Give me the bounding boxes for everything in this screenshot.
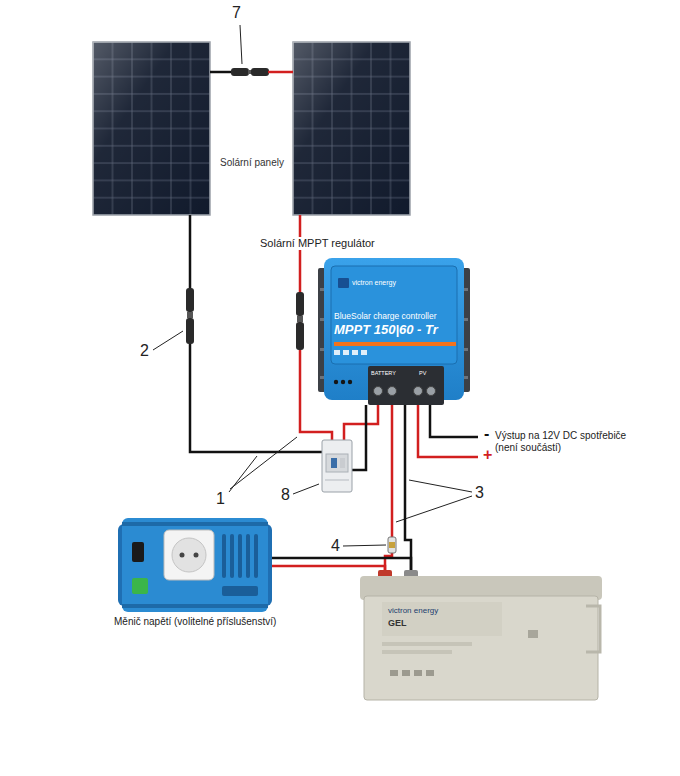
voltage-inverter-shape bbox=[118, 518, 272, 612]
brand-text: victron energy bbox=[352, 279, 396, 287]
solar-panel bbox=[93, 42, 210, 215]
callout-number: 1 bbox=[216, 490, 225, 508]
text-slot: 1 bbox=[216, 490, 225, 508]
text-slot: Výstup na 12V DC spotřebiče (není součás… bbox=[495, 430, 645, 453]
text-slot: Měnič napětí (volitelné příslušenství) bbox=[114, 616, 276, 628]
output-note: Výstup na 12V DC spotřebiče (není součás… bbox=[495, 430, 645, 453]
callout-number: 4 bbox=[331, 537, 340, 555]
text-slot: 2 bbox=[140, 342, 149, 360]
text-slot: - bbox=[484, 425, 489, 443]
mppt-controller: Solární MPPT regulátorvictron energyBlue… bbox=[318, 258, 470, 405]
cable-pair bbox=[385, 405, 411, 570]
component-title: Měnič napětí (volitelné příslušenství) bbox=[114, 616, 276, 628]
text-slot: BATTERY bbox=[371, 370, 396, 376]
text-slot: victron energy bbox=[388, 606, 438, 615]
terminal-label: BATTERY bbox=[371, 370, 396, 376]
text-slot: 7 bbox=[232, 4, 241, 22]
text-slot: MPPT 150|60 - Tr bbox=[334, 323, 438, 338]
gel-battery: victron energyGEL bbox=[360, 570, 602, 702]
terminal-label: PV bbox=[419, 370, 426, 376]
leader-line bbox=[153, 25, 472, 546]
cable bbox=[272, 566, 385, 570]
model-line: BlueSolar charge controller bbox=[334, 312, 437, 322]
text-slot: victron energy bbox=[352, 279, 396, 287]
text-slot: PV bbox=[419, 370, 426, 376]
text-slot: Solární MPPT regulátor bbox=[258, 237, 377, 250]
cable bbox=[405, 405, 411, 570]
pv-negative-wire bbox=[186, 215, 322, 452]
gel-battery-shape bbox=[360, 570, 602, 702]
text-slot: Solární panely bbox=[220, 157, 284, 169]
cable-pair bbox=[272, 558, 411, 570]
callout-number: 2 bbox=[140, 342, 149, 360]
text-slot: + bbox=[483, 446, 492, 464]
solar-panel bbox=[293, 42, 410, 215]
polarity-sign: - bbox=[484, 425, 489, 443]
callout-number: 8 bbox=[281, 486, 290, 504]
component-title: Solární panely bbox=[220, 157, 284, 169]
brand-text: victron energy bbox=[388, 606, 438, 615]
load-output-wires bbox=[418, 405, 478, 457]
text-slot: 8 bbox=[281, 486, 290, 504]
callout-number: 7 bbox=[232, 4, 241, 22]
component-title: Solární MPPT regulátor bbox=[258, 237, 377, 250]
dc-breaker bbox=[322, 440, 352, 492]
model-name: MPPT 150|60 - Tr bbox=[334, 323, 438, 338]
battery-fuse bbox=[388, 537, 396, 553]
battery-type: GEL bbox=[388, 618, 407, 628]
text-slot: 3 bbox=[475, 484, 484, 502]
callout-number: 3 bbox=[475, 484, 484, 502]
text-slot: BlueSolar charge controller bbox=[334, 312, 437, 322]
polarity-sign: + bbox=[483, 446, 492, 464]
text-slot: GEL bbox=[388, 618, 407, 628]
panel-link-cable bbox=[210, 68, 293, 76]
cable bbox=[272, 558, 411, 570]
voltage-inverter: Měnič napětí (volitelné příslušenství) bbox=[118, 518, 272, 612]
text-slot: 4 bbox=[331, 537, 340, 555]
